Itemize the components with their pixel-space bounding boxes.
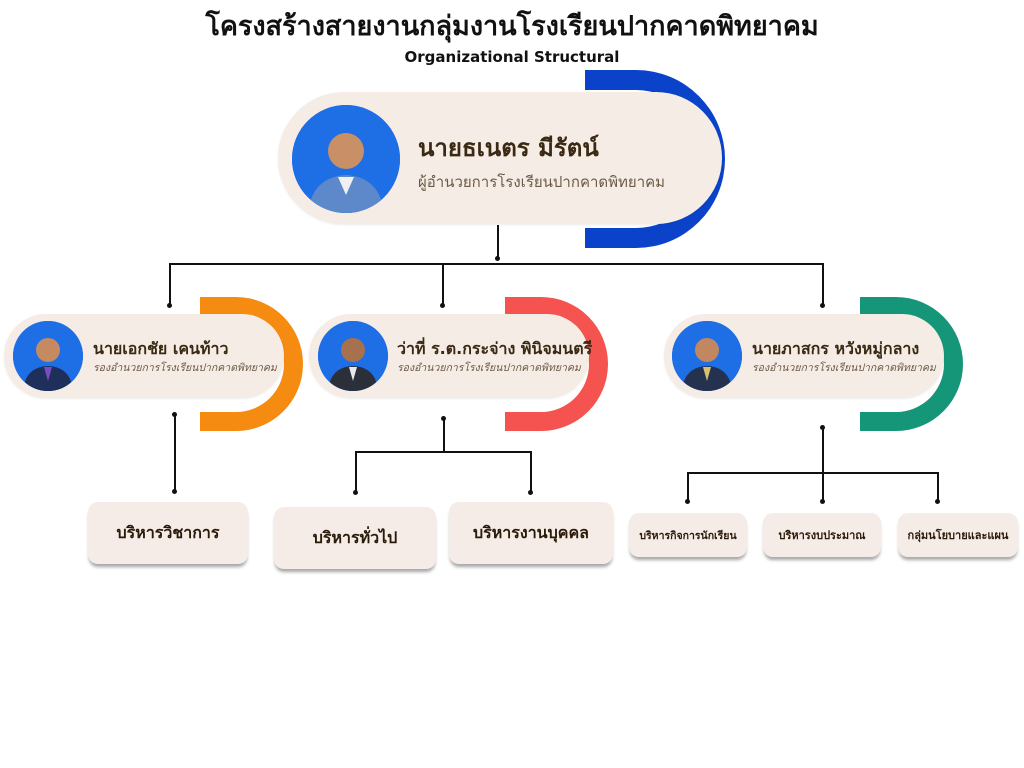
connector-deputy3-down xyxy=(822,427,824,501)
deputy-1-role: รองอำนวยการโรงเรียนปากคาดพิทยาคม xyxy=(93,362,277,374)
deputy-3-name: นายภาสกร หวังหมู่กลาง xyxy=(752,339,920,358)
connector-dot xyxy=(353,490,358,495)
deputy-1-photo xyxy=(13,321,83,391)
connector-deputies-bar xyxy=(169,263,823,265)
deputy-2-name: ว่าที่ ร.ต.กระจ่าง พินิจมนตรี xyxy=(397,339,593,358)
department-policy-planning: กลุ่มนโยบายและแผน xyxy=(898,513,1018,557)
connector-deputy-1 xyxy=(169,263,171,305)
connector-deputy2-bar xyxy=(355,451,532,453)
connector-deputy-2 xyxy=(442,263,444,305)
connector-dept-6 xyxy=(937,472,939,502)
deputy-3-photo xyxy=(672,321,742,391)
department-academic: บริหารวิชาการ xyxy=(88,502,248,564)
director-name: นายธเนตร มีรัตน์ xyxy=(418,134,599,162)
connector-deputy3-bar xyxy=(687,472,939,474)
director-photo xyxy=(292,105,400,213)
connector-dot xyxy=(935,499,940,504)
page-title: โครงสร้างสายงานกลุ่มงานโรงเรียนปากคาดพิท… xyxy=(205,11,819,42)
connector-dot xyxy=(820,303,825,308)
department-student-affairs: บริหารกิจการนักเรียน xyxy=(629,513,747,557)
connector-dept-1 xyxy=(174,414,176,492)
connector-dot xyxy=(820,499,825,504)
deputy-2-role: รองอำนวยการโรงเรียนปากคาดพิทยาคม xyxy=(397,362,581,374)
connector-dept-3 xyxy=(530,451,532,493)
connector-dept-4 xyxy=(687,472,689,502)
connector-dot xyxy=(528,490,533,495)
connector-dot xyxy=(495,256,500,261)
department-personnel: บริหารงานบุคคล xyxy=(449,502,613,564)
connector-deputy-3 xyxy=(822,263,824,305)
connector-dept-2 xyxy=(355,451,357,493)
deputy-1-name: นายเอกชัย เคนท้าว xyxy=(93,339,229,358)
connector-dot xyxy=(172,489,177,494)
connector-dot xyxy=(167,303,172,308)
department-general: บริหารทั่วไป xyxy=(274,507,436,569)
director-role: ผู้อำนวยการโรงเรียนปากคาดพิทยาคม xyxy=(418,173,666,191)
connector-director-down xyxy=(497,225,499,259)
department-budget: บริหารงบประมาณ xyxy=(763,513,881,557)
page-subtitle: Organizational Structural xyxy=(404,48,620,66)
deputy-3-role: รองอำนวยการโรงเรียนปากคาดพิทยาคม xyxy=(752,362,936,374)
deputy-2-photo xyxy=(318,321,388,391)
connector-deputy2-down xyxy=(443,418,445,452)
connector-dot xyxy=(440,303,445,308)
connector-dot xyxy=(685,499,690,504)
